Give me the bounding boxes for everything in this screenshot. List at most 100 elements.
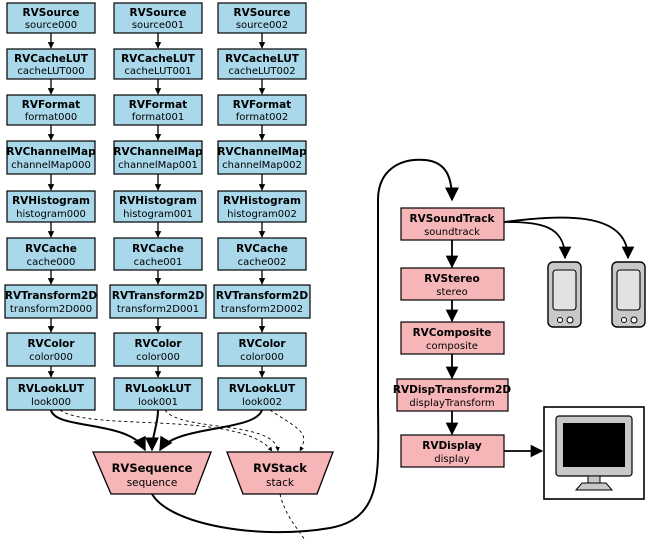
chain1-node-7[interactable] — [113, 332, 203, 367]
chain1-node-7-name: color000 — [136, 352, 180, 363]
sequence-connections — [50, 409, 263, 452]
chain1-node-6[interactable] — [109, 284, 207, 319]
combiner-sequence[interactable]: RVSequence sequence — [92, 451, 212, 495]
chain2-node-5[interactable] — [217, 237, 307, 271]
audio-connections — [503, 216, 635, 260]
chain1-node-1-type: RVCacheLUT — [121, 53, 196, 65]
chain2-node-1-name: cacheLUT002 — [228, 66, 295, 77]
chain0-node-7-name: color000 — [29, 352, 73, 363]
chain0-node-2-name: format000 — [25, 112, 77, 123]
source-chain-2: RVSource source002 RVCacheLUT cacheLUT00… — [213, 2, 311, 411]
chain0-node-7[interactable] — [6, 332, 96, 367]
chain0-node-8-type: RVLookLUT — [18, 383, 85, 395]
chain0-node-3[interactable] — [6, 140, 96, 175]
chain2-node-3-type: RVChannelMap — [217, 146, 307, 158]
output-node-0-name: soundtrack — [424, 227, 480, 238]
output-node-3-name: displayTransform — [409, 398, 494, 409]
chain1-node-8[interactable] — [113, 377, 203, 411]
chain0-node-6-type: RVTransform2D — [5, 290, 97, 302]
output-node-2-type: RVComposite — [413, 327, 492, 339]
chain0-node-0-type: RVSource — [23, 7, 80, 19]
output-node-1[interactable] — [400, 267, 505, 301]
chain2-node-0-name: source002 — [236, 20, 288, 31]
chain2-node-2-type: RVFormat — [233, 99, 291, 111]
chain2-node-0-type: RVSource — [234, 7, 291, 19]
chain1-node-7-type: RVColor — [134, 338, 182, 350]
chain2-node-1[interactable] — [217, 48, 307, 80]
chain2-node-7-type: RVColor — [238, 338, 286, 350]
chain1-node-4-type: RVHistogram — [119, 195, 197, 207]
chain1-node-3-name: channelMap001 — [118, 160, 198, 171]
chain0-node-1-name: cacheLUT000 — [17, 66, 84, 77]
chain1-node-2-name: format001 — [132, 112, 184, 123]
output-node-3-type: RVDispTransform2D — [393, 384, 511, 396]
chain2-node-6-name: transform2D002 — [221, 304, 303, 315]
output-chain-arrows — [445, 240, 544, 458]
chain0-node-3-type: RVChannelMap — [6, 146, 96, 158]
chain1-node-0[interactable] — [113, 2, 203, 34]
chain0-node-5-name: cache000 — [27, 257, 76, 268]
chain1-node-8-type: RVLookLUT — [125, 383, 192, 395]
output-node-4-type: RVDisplay — [422, 440, 482, 452]
output-node-2-name: composite — [426, 341, 478, 352]
source-chain-1: RVSource source001 RVCacheLUT cacheLUT00… — [109, 2, 207, 411]
chain0-node-0-name: source000 — [25, 20, 77, 31]
chain1-node-5-type: RVCache — [132, 243, 184, 255]
chain0-node-2-type: RVFormat — [22, 99, 80, 111]
chain2-node-4-name: histogram002 — [227, 209, 297, 220]
output-node-4-name: display — [434, 454, 470, 465]
chain1-node-5[interactable] — [113, 237, 203, 271]
chain2-node-8[interactable] — [217, 377, 307, 411]
source-chain-0: RVSource source000 RVCacheLUT cacheLUT00… — [4, 2, 98, 411]
chain0-node-8-name: look000 — [31, 397, 71, 408]
chain0-node-3-name: channelMap000 — [11, 160, 91, 171]
chain2-node-8-name: look002 — [242, 397, 282, 408]
chain2-node-3[interactable] — [217, 140, 307, 175]
chain2-node-5-type: RVCache — [236, 243, 288, 255]
chain0-node-0[interactable] — [6, 2, 96, 34]
chain1-node-4[interactable] — [113, 190, 203, 223]
output-node-1-type: RVStereo — [424, 273, 479, 285]
chain1-node-5-name: cache001 — [134, 257, 183, 268]
chain2-node-2-name: format002 — [236, 112, 288, 123]
output-chain: RVSoundTrack soundtrack RVStereo stereo … — [393, 207, 544, 468]
chain2-node-7[interactable] — [217, 332, 307, 367]
chain0-node-7-type: RVColor — [27, 338, 75, 350]
chain2-node-6[interactable] — [213, 284, 311, 319]
output-node-0-type: RVSoundTrack — [410, 213, 496, 225]
chain2-node-3-name: channelMap002 — [222, 160, 302, 171]
chain0-node-5[interactable] — [6, 237, 96, 271]
chain0-node-5-type: RVCache — [25, 243, 77, 255]
chain2-node-4[interactable] — [217, 190, 307, 223]
combiner-stack-type: RVStack — [253, 461, 307, 475]
chain0-node-4-name: histogram000 — [16, 209, 86, 220]
chain2-node-2[interactable] — [217, 94, 307, 126]
chain1-node-2-type: RVFormat — [129, 99, 187, 111]
stack-connections — [59, 409, 305, 452]
sequence-to-soundtrack-connector — [151, 158, 459, 534]
chain0-node-1[interactable] — [6, 48, 96, 80]
chain2-node-1-type: RVCacheLUT — [225, 53, 300, 65]
chain1-node-4-name: histogram001 — [123, 209, 193, 220]
combiner-stack-name: stack — [266, 477, 295, 489]
chain0-node-1-type: RVCacheLUT — [14, 53, 89, 65]
chain1-node-6-type: RVTransform2D — [112, 290, 204, 302]
monitor-icon — [543, 406, 645, 500]
chain2-node-0[interactable] — [217, 2, 307, 34]
chain2-node-7-name: color000 — [240, 352, 284, 363]
chain1-node-0-name: source001 — [132, 20, 184, 31]
audio-device-icon — [547, 261, 582, 328]
chain1-node-1[interactable] — [113, 48, 203, 80]
chain1-node-8-name: look001 — [138, 397, 178, 408]
chain1-node-6-name: transform2D001 — [117, 304, 199, 315]
stack-to-soundtrack-connector — [279, 493, 306, 540]
chain0-node-4-type: RVHistogram — [12, 195, 90, 207]
chain0-node-6-name: transform2D000 — [10, 304, 92, 315]
output-node-1-name: stereo — [436, 287, 467, 298]
combiner-sequence-type: RVSequence — [112, 461, 193, 475]
chain2-node-5-name: cache002 — [238, 257, 287, 268]
chain2-node-6-type: RVTransform2D — [216, 290, 308, 302]
combiner-stack[interactable]: RVStack stack — [226, 451, 334, 495]
chain1-node-1-name: cacheLUT001 — [124, 66, 191, 77]
